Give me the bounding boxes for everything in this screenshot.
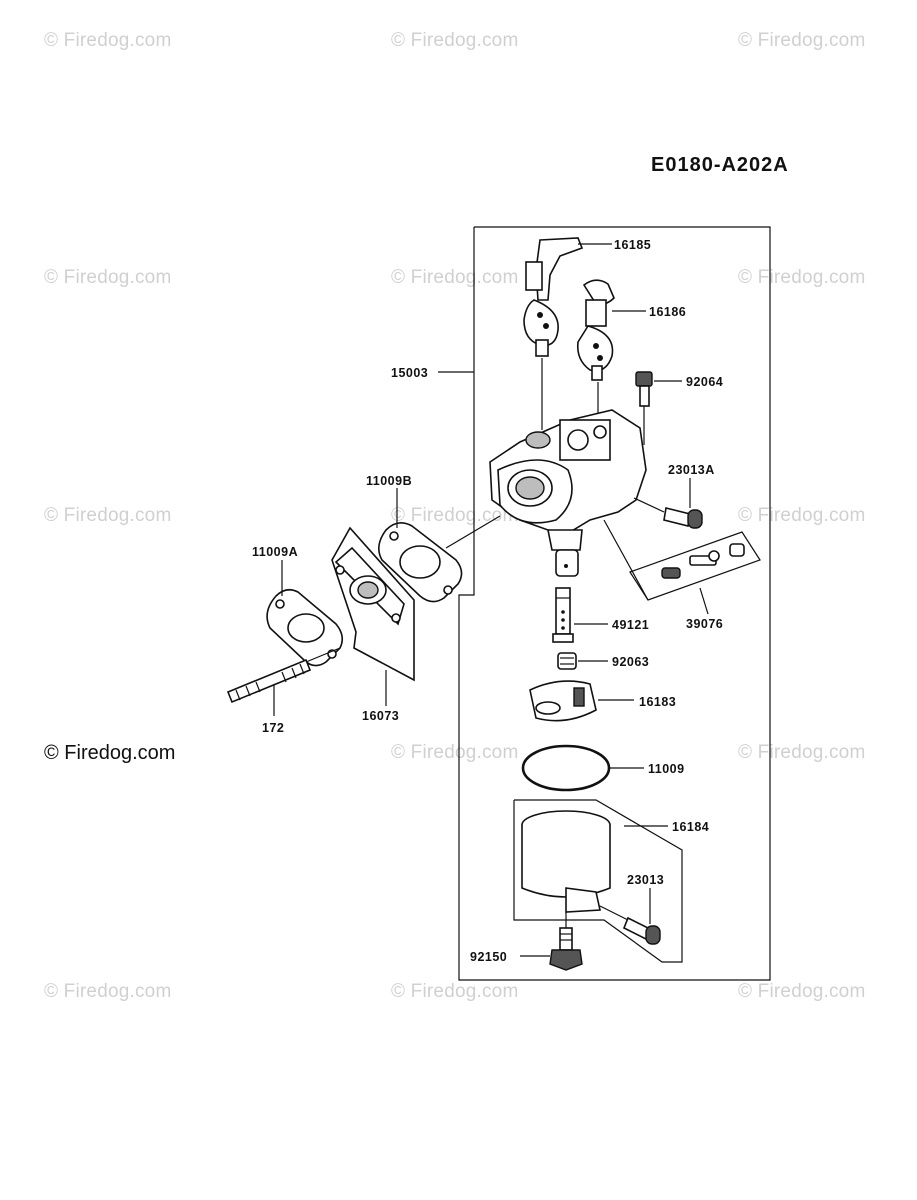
gasket-axis-line bbox=[445, 515, 501, 549]
watermark: © Firedog.com bbox=[738, 981, 866, 1002]
leader-23013a-axis bbox=[633, 497, 665, 513]
part-label-92064: 92064 bbox=[686, 375, 723, 389]
idle-screw-part bbox=[635, 371, 653, 407]
part-label-11009a: 11009A bbox=[252, 545, 298, 559]
part-label-16186: 16186 bbox=[649, 305, 686, 319]
main-jet-part bbox=[557, 652, 577, 670]
part-label-39076: 39076 bbox=[686, 617, 723, 631]
bowl-bolt-part bbox=[549, 927, 583, 971]
emulsion-tube-part bbox=[552, 587, 574, 643]
part-label-15003: 15003 bbox=[391, 366, 428, 380]
pilot-screw-part bbox=[663, 507, 703, 529]
watermark: © Firedog.com bbox=[44, 267, 172, 288]
watermark: © Firedog.com bbox=[738, 30, 866, 51]
choke-shaft-part bbox=[576, 279, 615, 381]
part-label-16185: 16185 bbox=[614, 238, 651, 252]
watermark: © Firedog.com bbox=[44, 505, 172, 526]
part-label-16183: 16183 bbox=[639, 695, 676, 709]
gasket-b-part bbox=[378, 522, 463, 603]
watermark: © Firedog.com bbox=[44, 30, 172, 51]
part-label-23013a: 23013A bbox=[668, 463, 715, 477]
part-label-16184: 16184 bbox=[672, 820, 709, 834]
float-part bbox=[529, 680, 597, 722]
carburetor-body-part bbox=[489, 409, 647, 577]
watermark: © Firedog.com bbox=[391, 30, 519, 51]
watermark: © Firedog.com bbox=[391, 981, 519, 1002]
assembly-bracket bbox=[458, 226, 771, 981]
part-label-23013: 23013 bbox=[627, 873, 664, 887]
part-label-92063: 92063 bbox=[612, 655, 649, 669]
float-bowl-part bbox=[521, 810, 611, 913]
drain-axis-line bbox=[599, 905, 629, 921]
throttle-shaft-part bbox=[523, 237, 584, 357]
part-label-11009b: 11009B bbox=[366, 474, 412, 488]
watermark: © Firedog.com bbox=[391, 742, 519, 763]
watermark: © Firedog.com bbox=[391, 505, 519, 526]
repair-kit-part bbox=[629, 531, 761, 601]
kit-guide-line bbox=[603, 519, 649, 601]
watermark: © Firedog.com bbox=[391, 267, 519, 288]
stud-bolt-part bbox=[226, 658, 312, 704]
leader-39076 bbox=[699, 587, 709, 615]
drain-screw-part bbox=[622, 916, 661, 945]
part-label-172: 172 bbox=[262, 721, 284, 735]
stud-axis-line bbox=[305, 647, 341, 663]
o-ring-part bbox=[521, 744, 611, 792]
diagram-code: E0180-A202A bbox=[651, 154, 789, 176]
gasket-a-part bbox=[266, 588, 344, 667]
part-label-92150: 92150 bbox=[470, 950, 507, 964]
part-label-16073: 16073 bbox=[362, 709, 399, 723]
insulator-part bbox=[331, 526, 415, 682]
bowl-bracket bbox=[513, 799, 683, 963]
watermark: © Firedog.com bbox=[44, 981, 172, 1002]
part-label-49121: 49121 bbox=[612, 618, 649, 632]
part-label-11009: 11009 bbox=[648, 762, 685, 776]
watermark-main: © Firedog.com bbox=[44, 742, 176, 764]
